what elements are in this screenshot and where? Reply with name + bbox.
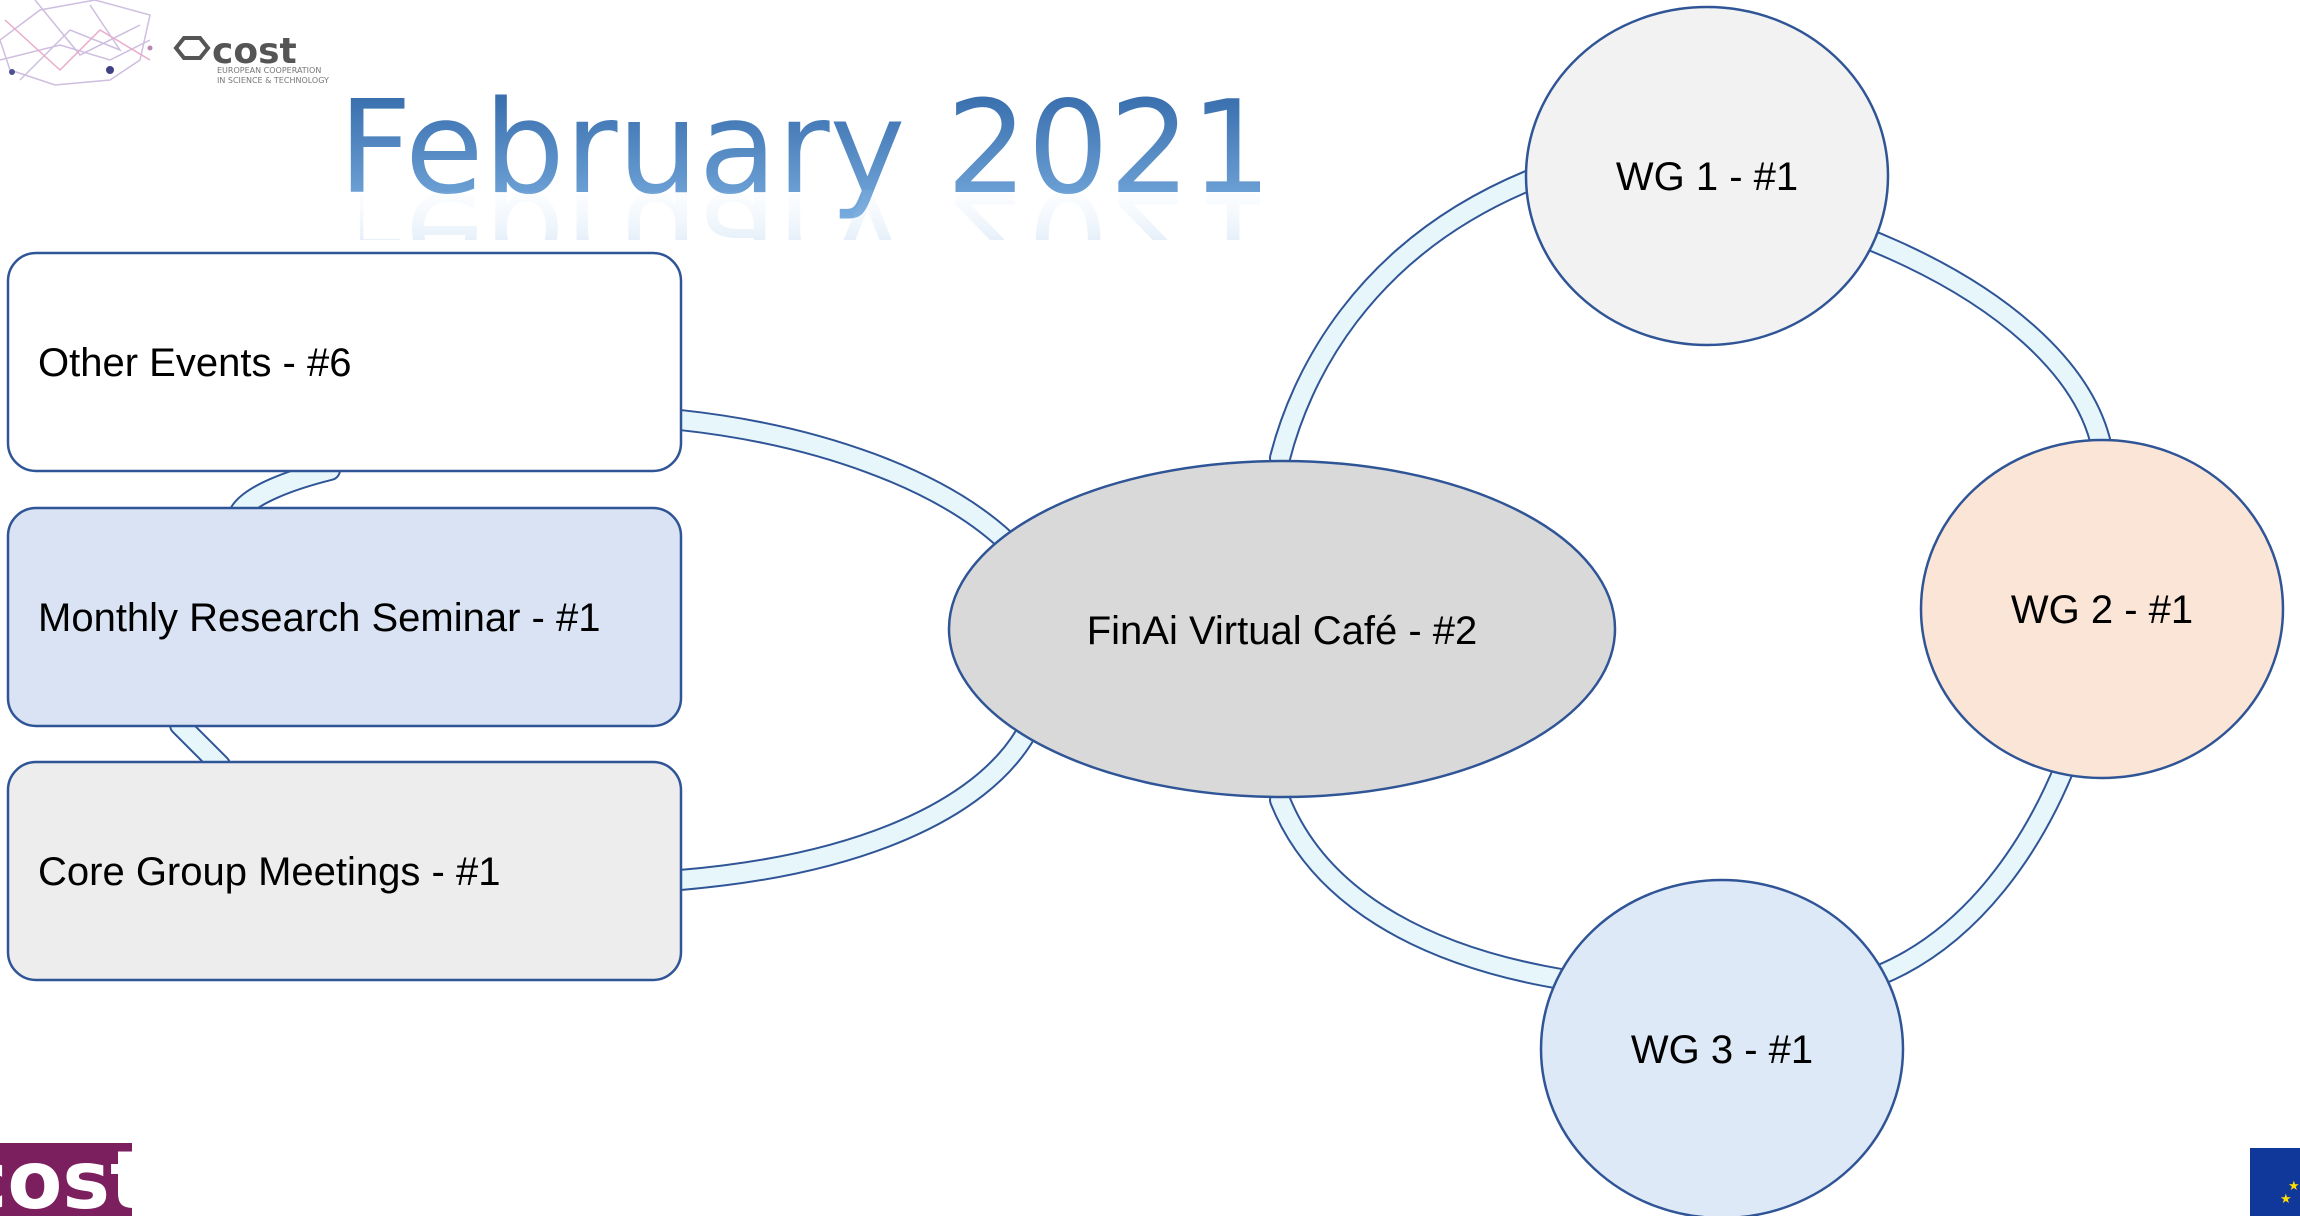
connector-core-group-outer <box>669 724 1036 891</box>
cost-brand-wordmark: cost <box>0 1134 148 1216</box>
node-wg1: WG 1 - #1 <box>1524 5 1890 347</box>
cost-brand-block: cost <box>0 1134 148 1216</box>
node-finai-virtual-cafe: FinAi Virtual Café - #2 <box>947 459 1617 799</box>
box-monthly-research-seminar: Monthly Research Seminar - #1 <box>6 506 683 728</box>
node-wg3: WG 3 - #1 <box>1539 878 1905 1216</box>
cost-logo-tagline-2: IN SCIENCE & TECHNOLOGY <box>217 76 329 85</box>
node-finai-virtual-cafe-label: FinAi Virtual Café - #2 <box>1087 609 1478 653</box>
cost-logo-hexagon-icon <box>173 36 211 60</box>
cost-logo-tagline-1: EUROPEAN COOPERATION <box>217 66 321 75</box>
eu-flag-icon: ★ ★ <box>2250 1148 2300 1216</box>
svg-text:★: ★ <box>2280 1192 2292 1207</box>
cost-logo: cost EUROPEAN COOPERATION IN SCIENCE & T… <box>173 31 329 85</box>
page-title: February 2021 <box>338 74 1272 223</box>
connector-other-events-inner <box>671 411 1014 549</box>
box-core-group-meetings-label: Core Group Meetings - #1 <box>38 850 500 894</box>
node-wg2: WG 2 - #1 <box>1919 438 2285 780</box>
connector-core-group-inner <box>671 726 1034 889</box>
box-other-events: Other Events - #6 <box>6 251 683 473</box>
box-core-group-meetings: Core Group Meetings - #1 <box>6 760 683 982</box>
box-monthly-research-seminar-label: Monthly Research Seminar - #1 <box>38 596 600 640</box>
cost-logo-wordmark: cost <box>212 31 297 72</box>
connector-other-events-outer <box>669 409 1016 551</box>
node-wg3-label: WG 3 - #1 <box>1631 1028 1813 1072</box>
box-other-events-label: Other Events - #6 <box>38 341 351 385</box>
svg-text:★: ★ <box>2288 1179 2300 1194</box>
network-graphic-icon <box>0 0 153 86</box>
title-reflection-text: February 2021 <box>338 163 1272 312</box>
node-wg1-label: WG 1 - #1 <box>1616 155 1798 199</box>
node-wg2-label: WG 2 - #1 <box>2011 588 2193 632</box>
title-reflection: February 2021 <box>338 163 1272 312</box>
